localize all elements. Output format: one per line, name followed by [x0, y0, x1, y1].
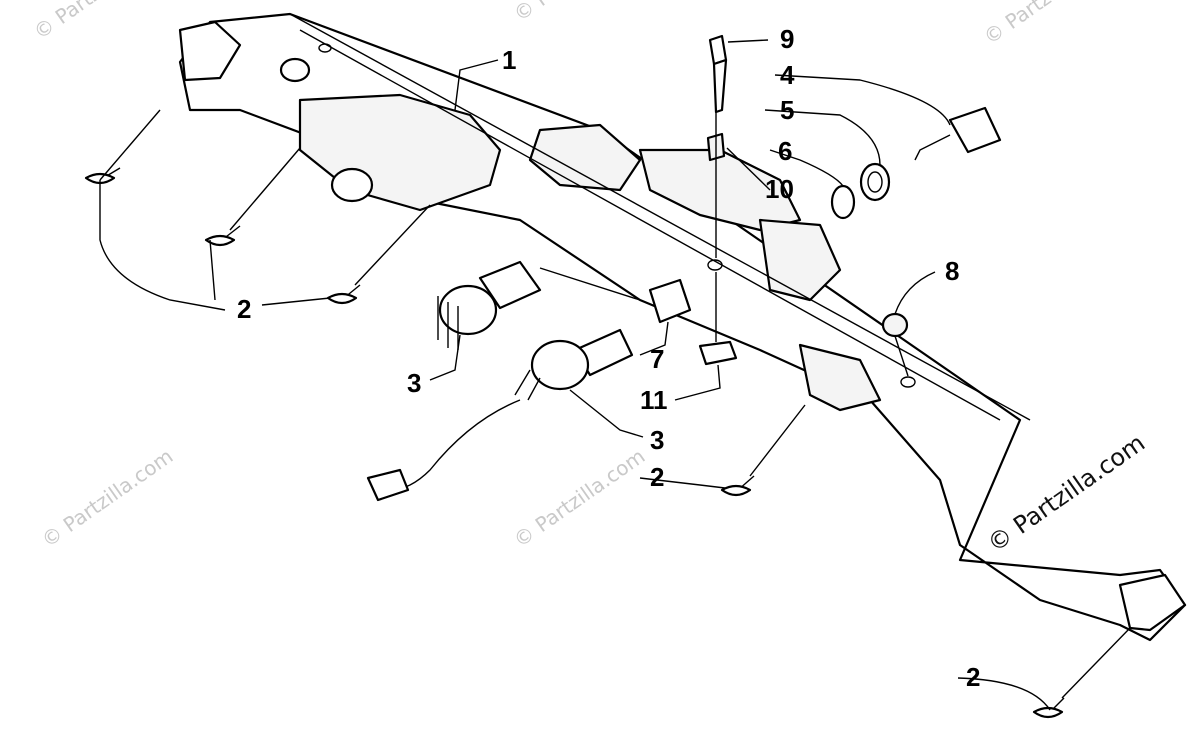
callout-2-center: 2 [650, 462, 664, 492]
ignition-switch-upper [437, 260, 542, 350]
callout-2-left: 2 [237, 294, 251, 324]
callout-3-lower: 3 [650, 425, 664, 455]
switch-cap [648, 278, 692, 324]
screw-center [720, 475, 755, 497]
callout-5: 5 [780, 95, 794, 125]
callout-labels: 1 2 2 2 3 3 4 5 6 7 8 9 10 11 [237, 24, 980, 692]
watermark-top-center: © Partzilla.com [509, 0, 649, 26]
mounting-bracket [698, 340, 738, 366]
hole-plug [881, 312, 909, 338]
callout-2-bottom-right: 2 [966, 662, 980, 692]
screw-bottom-right [1032, 697, 1065, 719]
callout-4: 4 [780, 60, 795, 90]
screw-top-left [84, 167, 121, 185]
ignition-key [914, 106, 1002, 161]
callout-8: 8 [945, 256, 959, 286]
screw-mid-left [204, 225, 241, 247]
dash-panel-housing [178, 12, 1187, 642]
callout-7: 7 [650, 344, 664, 374]
callout-3-left: 3 [407, 368, 421, 398]
screw-lower-left [326, 284, 361, 305]
callout-1: 1 [502, 45, 516, 75]
watermark-top-left: © Partzilla.com [29, 0, 169, 44]
pivot-pin [708, 34, 728, 114]
callout-6: 6 [778, 136, 792, 166]
callout-11: 11 [640, 385, 668, 415]
callout-10: 10 [765, 174, 794, 204]
lock-washer [830, 184, 856, 220]
callout-9: 9 [780, 24, 794, 54]
watermark-bottom-left: © Partzilla.com [37, 444, 177, 552]
leader-lines [99, 39, 1131, 711]
ignition-switch-lower [366, 328, 634, 502]
switch-nut [859, 162, 891, 202]
watermark-top-right: © Partzilla.com [979, 0, 1119, 49]
watermark-bottom-center: © Partzilla.com [509, 444, 649, 552]
